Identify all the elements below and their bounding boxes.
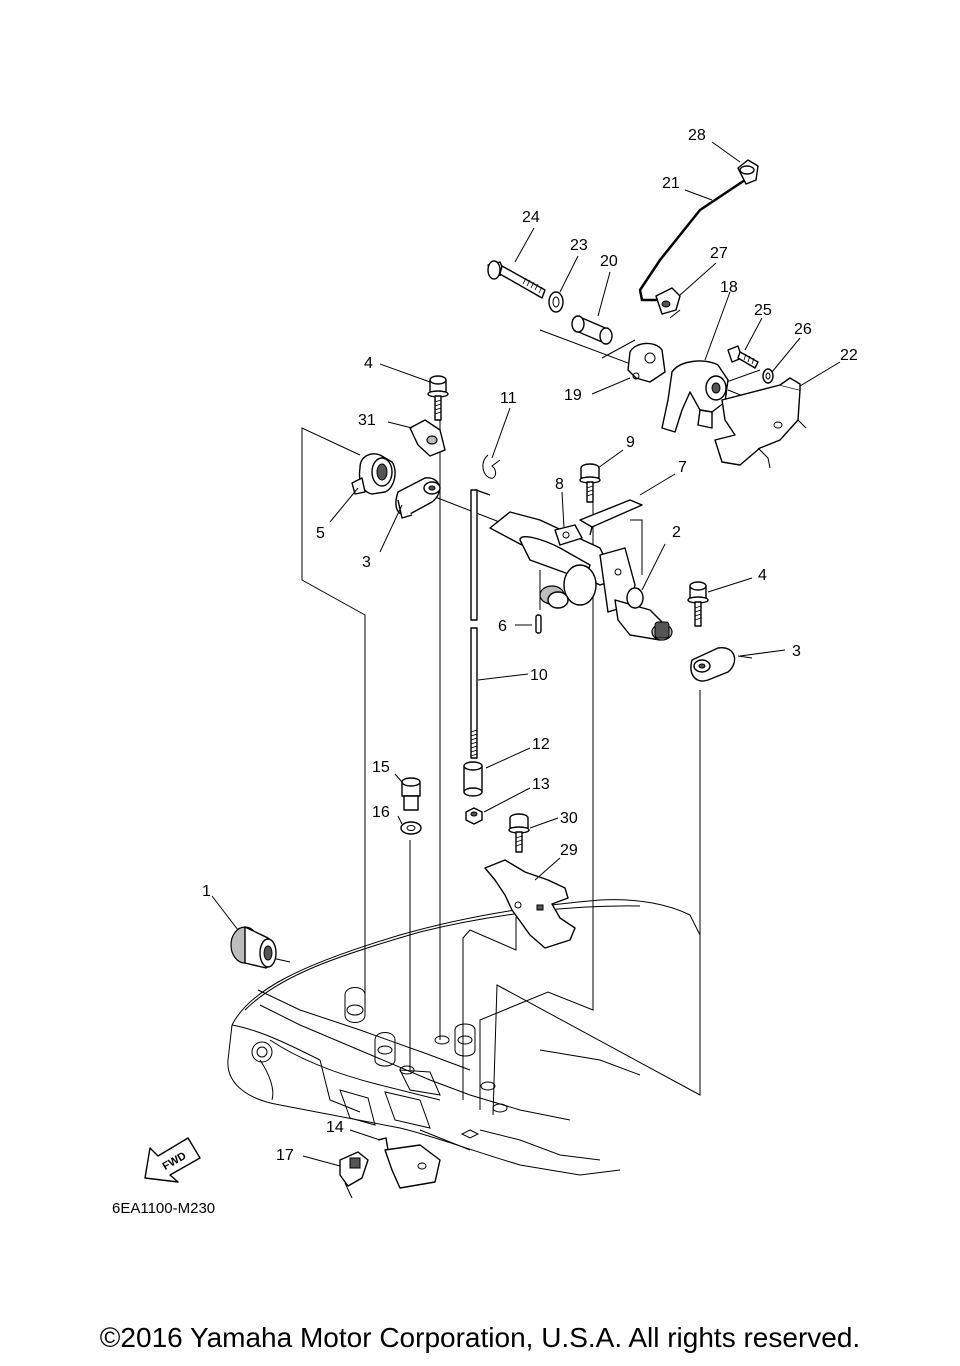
callout-7: 7 — [678, 459, 687, 476]
part-12-sleeve — [463, 761, 483, 797]
callout-2: 2 — [672, 524, 681, 541]
callout-24: 24 — [522, 209, 540, 226]
part-31-holder — [409, 419, 446, 457]
part-4-bolt-right — [687, 581, 709, 627]
callout-5: 5 — [316, 525, 325, 542]
callout-leaders — [211, 141, 841, 1167]
part-13-nut — [465, 807, 483, 825]
callout-10: 10 — [530, 667, 548, 684]
part-23-washer — [548, 291, 564, 313]
part-26-washer — [762, 368, 774, 384]
callout-30: 30 — [560, 810, 578, 827]
callout-16: 16 — [372, 804, 390, 821]
part-15-bolt — [401, 777, 421, 811]
part-10-rod — [470, 489, 491, 759]
copyright-notice: ©2016 Yamaha Motor Corporation, U.S.A. A… — [99, 1322, 861, 1353]
callout-26: 26 — [794, 321, 812, 338]
callout-28: 28 — [688, 127, 706, 144]
callout-8: 8 — [555, 476, 564, 493]
callout-21: 21 — [662, 175, 680, 192]
callout-23: 23 — [570, 237, 588, 254]
parts-diagram: FWD 1 2 — [112, 127, 858, 1217]
part-19-cam — [627, 342, 666, 383]
callout-20: 20 — [600, 253, 618, 270]
part-24-long-bolt — [487, 260, 546, 299]
callout-numbers: 1 2 3 3 4 4 5 6 7 8 9 10 11 12 13 14 15 … — [202, 127, 858, 1164]
part-7-plate — [579, 499, 643, 536]
callout-31: 31 — [358, 412, 376, 429]
callout-25: 25 — [754, 302, 772, 319]
callout-9: 9 — [626, 434, 635, 451]
part-2-lever-assembly — [489, 511, 673, 641]
callout-22: 22 — [840, 347, 858, 364]
part-11-clip — [482, 454, 501, 479]
callout-19: 19 — [564, 387, 582, 404]
callout-1: 1 — [202, 883, 211, 900]
part-28-cap — [737, 159, 759, 185]
callout-27: 27 — [710, 245, 728, 262]
callout-12: 12 — [532, 736, 550, 753]
callout-14: 14 — [326, 1119, 344, 1136]
callout-15: 15 — [372, 759, 390, 776]
part-5-bushing — [351, 453, 396, 495]
part-16-washer — [400, 821, 422, 835]
part-9-bolt — [579, 463, 601, 503]
callout-3-right: 3 — [792, 643, 801, 660]
callout-18: 18 — [720, 279, 738, 296]
part-18-lever — [661, 360, 729, 433]
callout-13: 13 — [532, 776, 550, 793]
part-27-joint — [655, 287, 681, 315]
part-30-bolt — [508, 813, 530, 853]
part-25-bolt — [727, 345, 759, 369]
part-20-collar — [571, 315, 613, 345]
part-8-clip — [554, 524, 583, 546]
callout-6: 6 — [498, 618, 507, 635]
part-29-bracket — [484, 859, 576, 949]
part-3-clamp-right — [690, 647, 786, 682]
part-4-bolt-top — [427, 375, 449, 421]
part-17-clip — [339, 1151, 369, 1199]
callout-17: 17 — [276, 1147, 294, 1164]
part-14-bracket — [377, 1137, 441, 1189]
fwd-arrow-icon: FWD — [144, 1137, 201, 1183]
leader-lines — [271, 309, 791, 1116]
callout-3-left: 3 — [362, 554, 371, 571]
part-1-grommet — [230, 926, 277, 969]
part-3-clamp-left — [395, 477, 441, 519]
part-22-bracket — [714, 377, 807, 469]
callout-11: 11 — [500, 390, 517, 407]
callout-4-right: 4 — [758, 567, 767, 584]
diagram-code: 6EA1100-M230 — [112, 1200, 215, 1217]
lower-housing-outline — [227, 899, 701, 1176]
callout-29: 29 — [560, 842, 578, 859]
callout-4-top: 4 — [364, 355, 373, 372]
part-6-pin — [535, 614, 542, 634]
